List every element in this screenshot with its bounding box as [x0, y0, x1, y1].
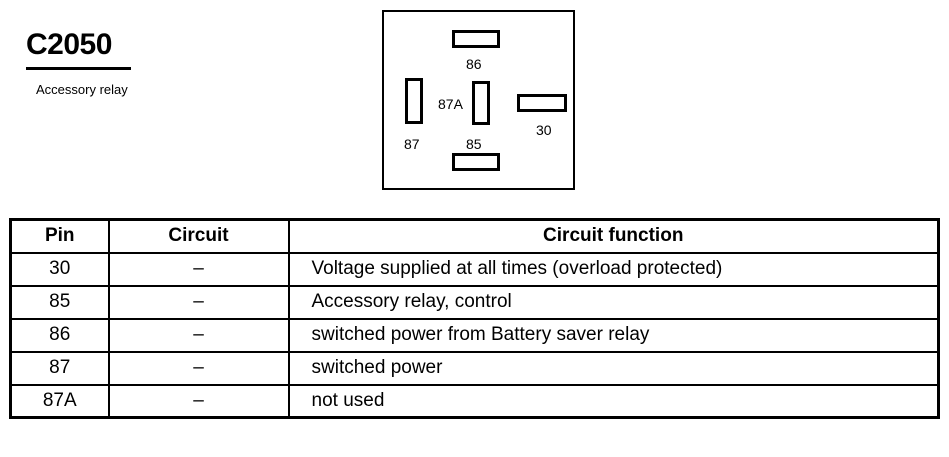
connector-id: C2050 [26, 28, 112, 61]
pin-85-terminal [452, 153, 500, 171]
circuit-function-cell: not used [287, 383, 940, 419]
table-row: 87 – switched power [9, 350, 940, 386]
table-row: 87A – not used [9, 383, 940, 419]
table-row: 30 – Voltage supplied at all times (over… [9, 251, 940, 287]
header-circuit-function: Circuit function [287, 218, 940, 254]
circuit-cell: – [107, 350, 290, 386]
table-row: 86 – switched power from Battery saver r… [9, 317, 940, 353]
pin-86-terminal [452, 30, 500, 48]
pin-30-terminal [517, 94, 567, 112]
pin-cell: 87A [9, 383, 110, 419]
table-row: 85 – Accessory relay, control [9, 284, 940, 320]
circuit-cell: – [107, 383, 290, 419]
pin-cell: 30 [9, 251, 110, 287]
circuit-cell: – [107, 317, 290, 353]
circuit-function-cell: switched power [287, 350, 940, 386]
header-circuit: Circuit [107, 218, 290, 254]
circuit-function-cell: Accessory relay, control [287, 284, 940, 320]
pin-cell: 85 [9, 284, 110, 320]
connector-id-underline [26, 67, 131, 70]
pin-circuit-table: Pin Circuit Circuit function 30 – Voltag… [9, 218, 940, 419]
header-pin: Pin [9, 218, 110, 254]
pin-87a-label: 87A [438, 96, 463, 112]
pin-cell: 87 [9, 350, 110, 386]
table-header-row: Pin Circuit Circuit function [9, 218, 940, 254]
pin-85-label: 85 [466, 136, 482, 152]
circuit-function-cell: switched power from Battery saver relay [287, 317, 940, 353]
pin-cell: 86 [9, 317, 110, 353]
circuit-cell: – [107, 251, 290, 287]
circuit-function-cell: Voltage supplied at all times (overload … [287, 251, 940, 287]
pin-86-label: 86 [466, 56, 482, 72]
pin-87-terminal [405, 78, 423, 124]
circuit-cell: – [107, 284, 290, 320]
pin-87a-terminal [472, 81, 490, 125]
connector-pinout-diagram: 86 87A 87 85 30 [382, 10, 575, 190]
pin-30-label: 30 [536, 122, 552, 138]
connector-description: Accessory relay [36, 82, 128, 97]
pin-87-label: 87 [404, 136, 420, 152]
